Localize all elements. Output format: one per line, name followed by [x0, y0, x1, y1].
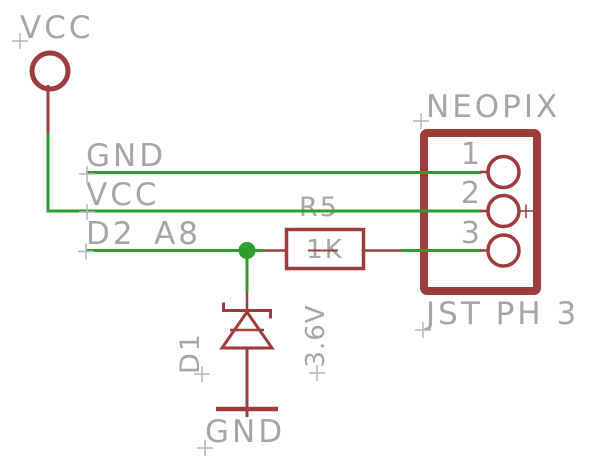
zener-diode-symbol[interactable]: [219, 290, 275, 417]
connector-pin1-label: 1: [460, 137, 480, 172]
zener-anode-triangle: [219, 309, 275, 350]
resistor-name-label[interactable]: R5: [299, 192, 339, 223]
connector-value-label[interactable]: JST PH 3: [426, 296, 580, 332]
net-label-vcc[interactable]: VCC: [86, 177, 160, 213]
pin1-circle[interactable]: [486, 154, 521, 190]
pin2-circle[interactable]: [486, 193, 521, 229]
vcc-power-label[interactable]: VCC: [20, 10, 94, 46]
resistor-value-label[interactable]: 1K: [306, 235, 344, 265]
net-label-d2-a8[interactable]: D2_A8: [86, 216, 202, 252]
junction-dot: [238, 242, 256, 259]
diode-name-label[interactable]: D1: [174, 332, 206, 374]
diode-value-label[interactable]: 3.6V: [301, 304, 331, 368]
connector-symbol[interactable]: [420, 129, 541, 295]
connector-pin3-label: 3: [460, 216, 480, 251]
connector-origin-cross: [519, 204, 533, 218]
zener-cathode-bar: [222, 302, 272, 319]
pin-lead-stubs: [480, 170, 489, 252]
gnd-power-label[interactable]: GND: [205, 414, 286, 450]
pin3-circle[interactable]: [486, 233, 521, 268]
connector-pin2-label: 2: [460, 176, 480, 211]
connector-name-label[interactable]: NEOPIX: [426, 89, 561, 125]
vcc-power-symbol[interactable]: [29, 50, 71, 133]
net-label-gnd[interactable]: GND: [86, 138, 167, 174]
